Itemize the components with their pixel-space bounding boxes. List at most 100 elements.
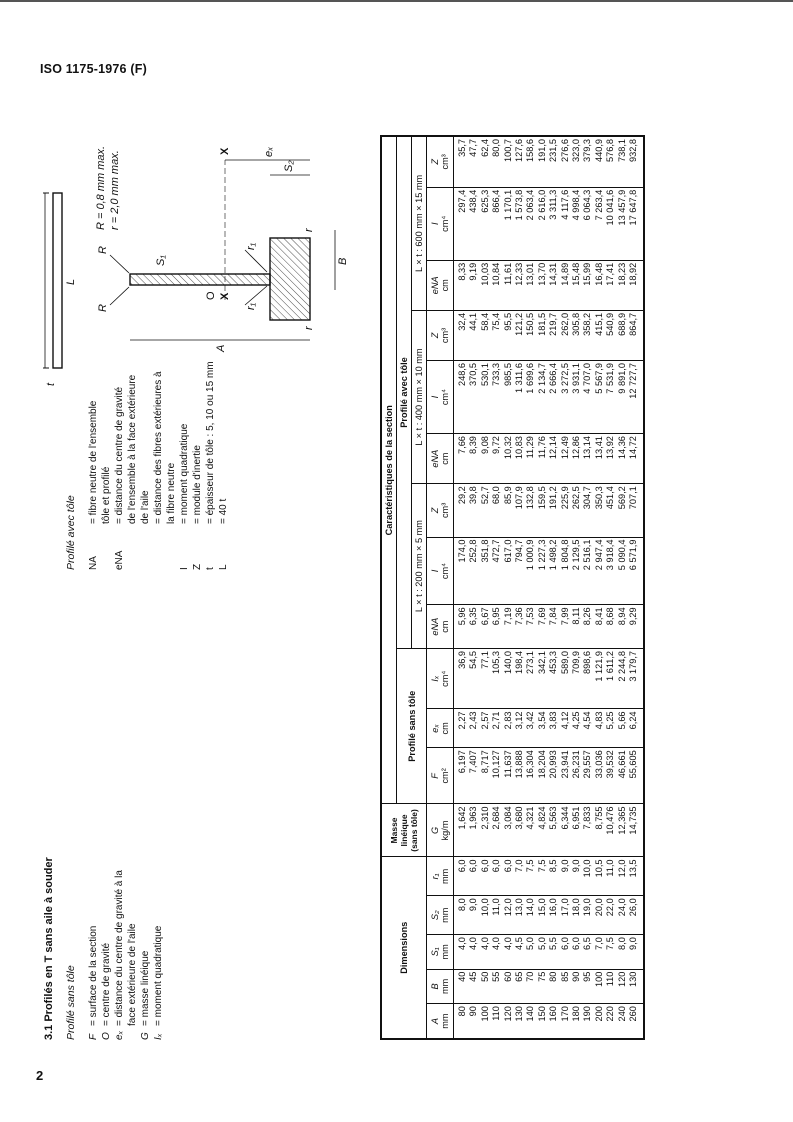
label-S2: S₂	[283, 160, 295, 172]
column-values-Ix: 36,9 54,5 77,1 105,3 140,0 198,4 273,1 3…	[453, 648, 644, 709]
definition-symbol	[165, 524, 178, 570]
label-t: t	[45, 382, 57, 386]
subtitle-sans-tole: Profilé sans tôle	[65, 965, 77, 1040]
column-values-eNA400: 7,66 8,39 9,08 9,72 10,32 10,83 11,29 11…	[453, 433, 644, 484]
definition-row: Iₓ = moment quadratique	[152, 870, 165, 1040]
definition-text: face extérieure de l'aile	[127, 923, 138, 1026]
column-values-Z600: 35,7 47,7 62,4 80,0 100,7 127,6 158,6 19…	[453, 136, 644, 188]
column-values-A: 80 90 100 110 120 130 140 150 160 170 18…	[453, 1003, 644, 1039]
definition-symbol	[100, 524, 113, 570]
label-B: B	[337, 257, 349, 265]
definition-text: = fibre neutre de l'ensemble	[88, 400, 99, 524]
definition-row: G = masse linéique	[139, 870, 152, 1040]
section-properties-table-wrap: Dimensions Masse linéique (sans tôle) Ca…	[380, 135, 645, 1040]
table-data-row: 80 90 100 110 120 130 140 150 160 170 18…	[453, 136, 644, 1039]
header-masse-lineique: Masse linéique (sans tôle)	[381, 803, 427, 857]
definition-text: = centre de gravité	[101, 942, 112, 1026]
definition-text: la fibre neutre	[166, 462, 177, 524]
definition-text: = moment quadratique	[153, 925, 164, 1026]
label-R-left: R	[97, 304, 109, 312]
column-values-B: 40 45 50 55 60 65 70 75 80 85 90 95 100 …	[453, 969, 644, 1004]
header-lt-200: L × t : 200 mm × 5 mm	[411, 483, 427, 649]
label-r-right: r	[303, 228, 315, 232]
section-properties-table: Dimensions Masse linéique (sans tôle) Ca…	[380, 135, 645, 1040]
definition-symbol	[139, 524, 152, 570]
column-values-I400: 248,6 370,5 530,1 733,3 985,5 1 311,6 1 …	[453, 360, 644, 434]
column-values-I600: 297,4 438,4 625,3 866,4 1 170,1 1 573,8 …	[453, 187, 644, 261]
note-r-max: r = 2,0 mm max.	[109, 150, 121, 230]
definition-symbol: Iₓ	[153, 1033, 164, 1040]
header-caracteristiques: Caractéristiques de la section	[381, 136, 397, 804]
column-values-F: 6,197 7,407 8,717 10,127 11,637 13,888 1…	[453, 747, 644, 804]
label-L: L	[65, 278, 77, 285]
definition-symbol	[152, 524, 165, 570]
header-lt-400: L × t : 400 mm × 10 mm	[411, 310, 427, 484]
column-values-Z200: 29,2 39,8 52,7 68,0 85,9 107,9 132,8 159…	[453, 483, 644, 538]
note-R-max: R = 0,8 mm max.	[95, 145, 107, 230]
rotated-page-content: 3.1 Profilés en T sans aile à souder Pro…	[35, 130, 770, 1040]
column-values-Z400: 32,4 44,1 58,4 75,4 95,5 121,2 150,5 181…	[453, 310, 644, 361]
column-values-eNA600: 8,33 9,19 10,03 10,84 11,61 12,33 13,01 …	[453, 260, 644, 311]
label-A: A	[215, 344, 227, 352]
definition-row: eₓ = distance du centre de gravité à la	[113, 870, 126, 1040]
definition-text: = distance du centre de gravité à la	[114, 870, 125, 1026]
column-values-ex: 2,27 2,43 2,57 2,71 2,83 3,12 3,42 3,54 …	[453, 708, 644, 748]
definition-text: = module d'inertie	[192, 445, 203, 524]
definition-symbol: O	[101, 1032, 112, 1040]
label-R-right: R	[97, 246, 109, 254]
t-profile-drawing: L t R R R = 0,8 mm max. r = 2,0 mm max. …	[35, 130, 365, 400]
column-values-I200: 174,0 252,8 351,8 472,7 617,0 794,7 1 00…	[453, 537, 644, 605]
label-X-left: X	[219, 292, 231, 300]
subtitle-avec-tole: Profilé avec tôle	[65, 495, 77, 570]
definition-text: tôle et profilé	[101, 466, 112, 524]
definition-symbol: G	[140, 1032, 151, 1040]
page-number: 2	[36, 1068, 44, 1083]
header-lt-600: L × t : 600 mm × 15 mm	[411, 136, 427, 311]
header-dimensions: Dimensions	[381, 856, 427, 1039]
column-values-eNA200: 5,96 6,35 6,67 6,95 7,19 7,36 7,53 7,69 …	[453, 604, 644, 649]
definition-text: = distance du centre de gravité	[114, 386, 125, 524]
definition-text: de l'aile	[140, 490, 151, 524]
definition-symbol	[126, 1026, 139, 1040]
document-reference: ISO 1175-1976 (F)	[40, 62, 147, 76]
top-rule	[0, 0, 793, 2]
definition-symbol: F	[88, 1033, 99, 1040]
definition-symbol: I	[179, 567, 190, 570]
definition-symbol: eₓ	[114, 1030, 125, 1040]
definition-text: = masse linéique	[140, 950, 151, 1026]
definition-row: O = centre de gravité	[100, 870, 113, 1040]
section-title: 3.1 Profilés en T sans aile à souder	[43, 857, 55, 1040]
definition-symbol: Z	[192, 563, 203, 570]
label-r-left: r	[303, 326, 315, 330]
label-ex: eₓ	[263, 146, 275, 157]
label-r1-right: r₁	[245, 242, 257, 250]
definition-symbol: L	[218, 564, 229, 570]
t-profile-diagram-svg	[43, 159, 336, 369]
definition-text: = 40 t	[218, 498, 229, 524]
definition-text: = moment quadratique	[179, 423, 190, 524]
label-X-right: X	[219, 147, 231, 155]
column-values-G: 1,642 1,963 2,310 2,684 3,084 3,680 4,32…	[453, 803, 644, 857]
definition-symbol: eNA	[114, 550, 125, 570]
definition-text: = surface de la section	[88, 925, 99, 1026]
header-profile-avec-tole: Profilé avec tôle	[396, 136, 412, 649]
label-S1: S₁	[155, 255, 167, 266]
